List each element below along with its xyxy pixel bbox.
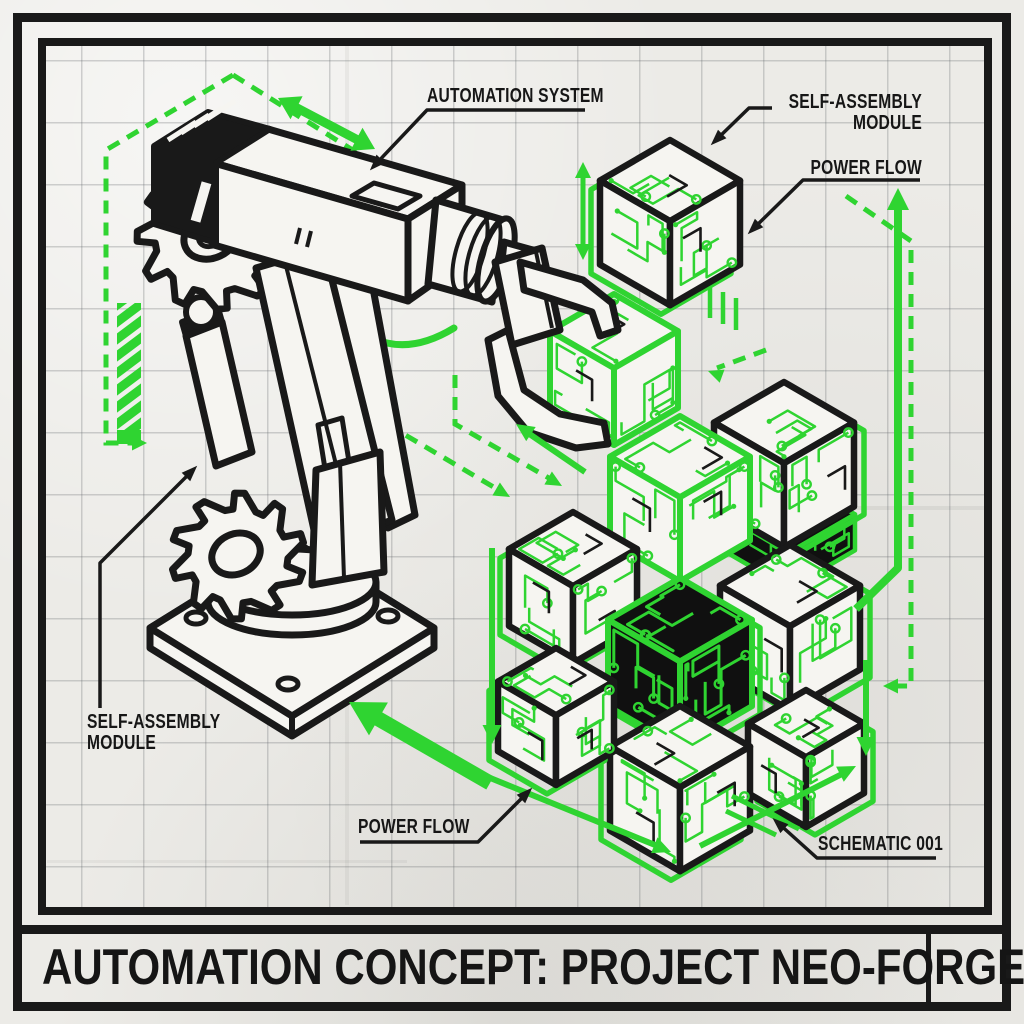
label-automation-system: AUTOMATION SYSTEM	[427, 85, 604, 107]
leader-self-assembly-bottom	[98, 465, 198, 708]
leader-power-flow-top	[747, 178, 920, 235]
vertical-double-arrow-icon	[575, 162, 591, 260]
label-self-assembly-top-line2: MODULE	[852, 112, 922, 134]
robot-arm	[133, 98, 681, 740]
power-flow-lines-icon	[707, 286, 739, 330]
label-power-flow-top: POWER FLOW	[810, 157, 922, 179]
power-flow-up-arrow	[853, 188, 909, 612]
label-self-assembly-top-line1: SELF-ASSEMBLY	[788, 91, 922, 113]
assembly-edge-arrows	[476, 766, 856, 854]
leader-lines	[98, 106, 936, 860]
automation-housing	[151, 98, 544, 306]
label-schematic-001: SCHEMATIC 001	[818, 833, 943, 855]
module-cube-floating	[588, 136, 744, 317]
inner-border	[38, 38, 992, 915]
outer-border	[13, 13, 1011, 1011]
green-guides-back	[103, 72, 739, 497]
label-self-assembly-top: SELF-ASSEMBLY MODULE	[789, 92, 922, 134]
label-self-assembly-bottom-line1: SELF-ASSEMBLY	[87, 711, 221, 733]
hazard-stripes-icon	[117, 303, 141, 444]
leader-power-flow-bottom	[360, 787, 533, 844]
module-cube-assembly	[486, 136, 876, 883]
oscillation-arrow	[278, 96, 375, 151]
titlebar-separator	[13, 925, 1011, 934]
green-arrows-front	[278, 96, 914, 854]
cube-mid-left	[497, 508, 641, 675]
label-self-assembly-bottom-line2: MODULE	[87, 732, 157, 754]
titlebar-divider	[926, 934, 931, 1003]
dashed-route-right	[708, 193, 914, 694]
down-arrow-left	[482, 548, 502, 744]
page-title: AUTOMATION CONCEPT: PROJECT NEO-FORGE	[42, 939, 1024, 995]
cube-bottom-left	[486, 644, 618, 797]
leader-automation-system	[369, 108, 585, 171]
label-self-assembly-bottom: SELF-ASSEMBLY MODULE	[87, 712, 220, 754]
grab-arrow	[516, 424, 587, 475]
gripper-claw	[484, 244, 622, 452]
big-power-arrow	[349, 702, 494, 790]
robot-base	[146, 448, 438, 740]
leader-schematic	[772, 818, 936, 860]
label-power-flow-bottom: POWER FLOW	[358, 816, 470, 838]
down-arrow-right	[856, 660, 876, 756]
leader-self-assembly-top	[710, 106, 772, 146]
